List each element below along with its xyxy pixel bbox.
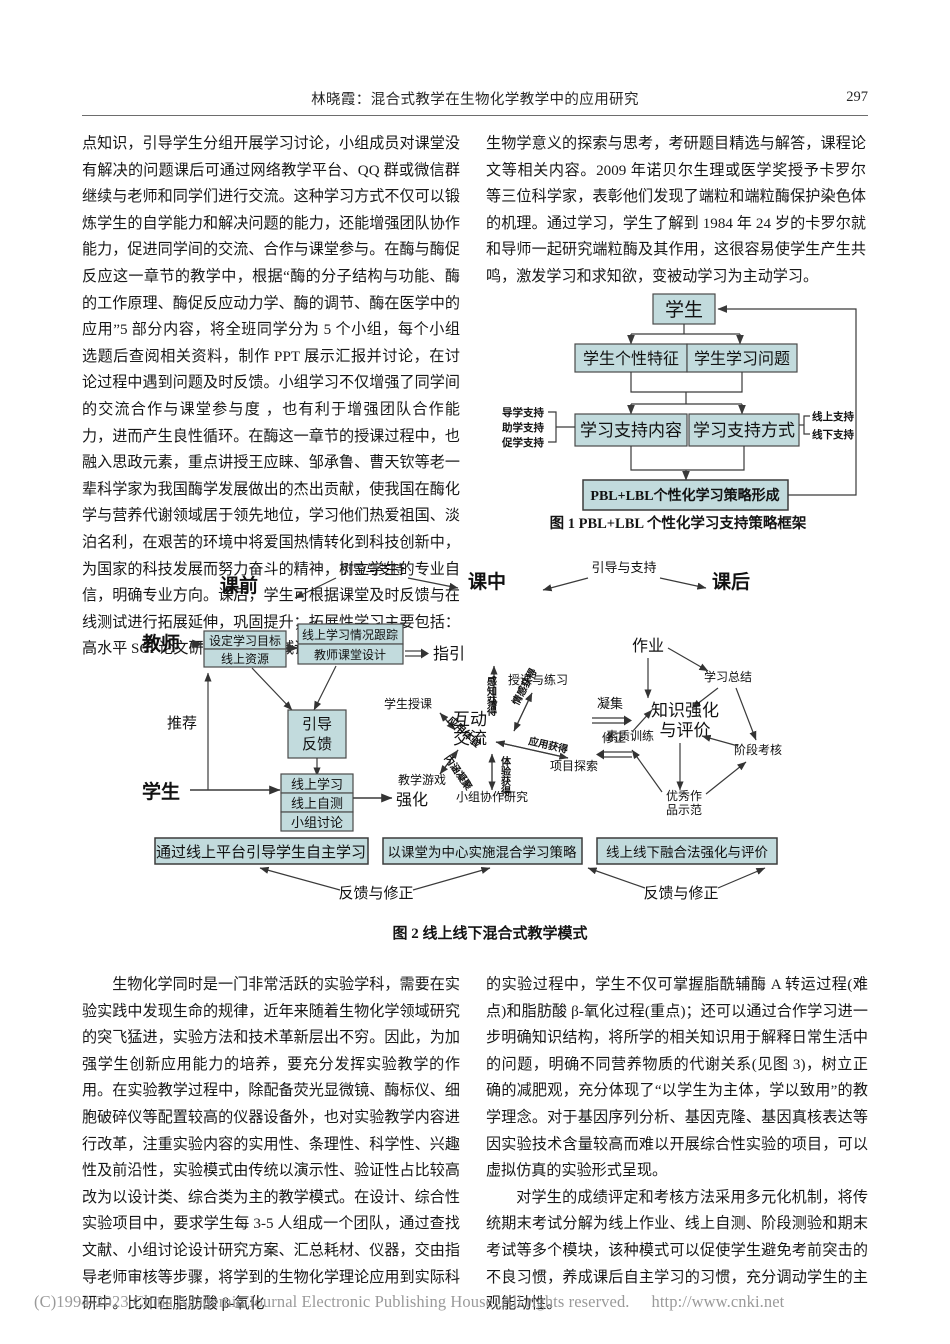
fig2-teacher-box-1 [203,648,287,668]
fig1-node-student [652,293,716,325]
fig2-guide-box-label-1: 反馈 [302,736,332,753]
fig2-teacher-box-label-1: 线上资源 [221,652,269,666]
fig1-node-support-method [688,413,800,447]
fig1-label-support-method: 学习支持方式 [693,421,795,440]
fig1-label-trait: 学生个性特征 [583,350,679,368]
footer-copyright: (C)1994-2023 China Academic Journal Elec… [34,1292,924,1312]
fig2-student-box-label-0: 线上学习 [291,777,343,792]
fig2-bottom-box-label-1: 以课堂为中心实施混合学习策略 [388,844,577,860]
fig1-right-label-1: 线下支持 [812,428,854,441]
fig2-bottom-box-2 [596,837,778,865]
fig2-hub-spoke-label-3: 应用获得 [527,734,569,756]
fig1-node-problem [686,343,798,373]
fig2-hub-label-1: 交流 [453,729,487,748]
fig2-hub-spoke-label-1: 感知获得 [485,675,498,717]
fig2-phase-2: 课后 [712,571,750,593]
fig2-hub-spoke-label-5: 体验获得 [499,755,512,797]
figure-2-caption: 图 2 线上线下混合式教学模式 [392,926,588,942]
fig2-bottom-box-1 [382,837,583,865]
fig1-left-label-1: 助学支持 [502,421,544,434]
fig2-hub-spoke-2: 教学游戏 [398,772,446,787]
paragraph-right-bottom-2: 对学生的成绩评定和考核方法采用多元化机制，将传统期末考试分解为线上作业、线上自测… [486,1189,868,1313]
fig2-hub-spoke-1: 授课与练习 [508,672,568,687]
fig2-teacher-right-box-1 [297,643,404,665]
fig2-hub-label-0: 互动 [453,710,487,729]
left-column-top: 点知识，引导学生分组开展学习讨论，小组成员对课堂没有解决的问题课后可通过网络教学… [82,131,460,663]
fig2-hub-spoke-label-4: 内涵凝聚 [442,752,476,793]
fig2-post-center-1: 与评价 [660,721,711,740]
figure-2: 课前 课中 课后 引导与支持 引导与支持 教师 设定学习目标 线上资源 线上学习… [140,558,840,918]
fig2-student-box-label-1: 线上自测 [291,796,343,811]
fig2-edge-label-qianghua: 强化 [396,791,428,809]
fig2-post-node-5: 品示范 [666,803,702,817]
paragraph-left-bottom: 生物化学同时是一门非常活跃的实验学科，需要在实验实践中发现生命的规律，近年来随着… [82,977,460,1313]
left-column-bottom: 生物化学同时是一门非常活跃的实验学科，需要在实验实践中发现生命的规律，近年来随着… [82,972,460,1318]
fig2-bottom-label-1: 反馈与修正 [643,885,718,902]
fig2-teacher-right-box-label-0: 线上学习情况跟踪 [302,627,398,642]
fig2-edge-label-zhiyin: 指引 [433,645,465,663]
header-divider [82,115,868,116]
running-head-title: 林晓霞：混合式教学在生物化学教学中的应用研究 [311,92,639,108]
fig1-left-label-0: 导学支持 [502,406,544,419]
paragraph-right-bottom-1: 的实验过程中，学生不仅可掌握脂酰辅酶 A 转运过程(难点)和脂肪酸 β-氧化过程… [486,977,868,1180]
right-column-bottom: 的实验过程中，学生不仅可掌握脂酰辅酶 A 转运过程(难点)和脂肪酸 β-氧化过程… [486,972,868,1318]
fig2-student-box-label-2: 小组讨论 [291,815,343,830]
fig2-bottom-box-label-2: 线上线下融合法强化与评价 [606,845,768,860]
fig2-phase-1: 课中 [468,570,506,593]
fig2-mid-arrow-label-1: 修正 [602,730,626,745]
fig2-bottom-box-0 [154,837,369,865]
fig2-post-node-2: 阶段考核 [734,742,782,757]
figure-1: 学生 学生个性特征 学生学习问题 学习支持内容 学习支持方式 导学支持 [486,288,870,536]
fig2-hub-spoke-3: 小组协作研究 [456,789,528,804]
fig2-actor-teacher: 教师 [142,632,180,655]
fig2-guide-box-label-0: 引导 [302,716,332,733]
footer-url: http://www.cnki.net [651,1292,785,1311]
paragraph-right-top: 生物学意义的探索与思考，考研题目精选与解答，课程论文等相关内容。2009 年诺贝… [486,136,866,285]
footer-copyright-text: (C)1994-2023 China Academic Journal Elec… [34,1292,630,1311]
fig2-phase-arrow-label-0: 引导与支持 [339,562,404,577]
fig2-actor-student: 学生 [142,780,180,803]
right-column-top: 生物学意义的探索与思考，考研题目精选与解答，课程论文等相关内容。2009 年诺贝… [486,131,866,291]
fig2-hub-spoke-4: 项目探索 [550,759,598,773]
fig2-bottom-box-label-0: 通过线上平台引导学生自主学习 [156,844,366,861]
fig2-teacher-box-label-0: 设定学习目标 [209,633,281,648]
figure-1-svg: 学生 学生个性特征 学生学习问题 学习支持内容 学习支持方式 导学支持 [501,293,857,511]
fig2-bottom-label-0: 反馈与修正 [338,885,413,902]
fig2-post-center-0: 知识强化 [651,701,719,720]
fig1-label-strategy: PBL+LBL个性化学习策略形成 [590,487,779,504]
fig2-student-box-2 [280,811,354,832]
fig1-label-problem: 学生学习问题 [694,350,790,368]
fig2-post-node-3: 素质训练 [606,728,654,743]
fig2-mid-arrow-label-0: 凝集 [597,696,623,711]
page-number: 297 [846,89,868,105]
fig2-hub-spoke-0: 学生授课 [384,696,432,711]
fig2-post-node-0: 作业 [632,637,664,655]
paragraph-left-top: 点知识，引导学生分组开展学习讨论，小组成员对课堂没有解决的问题课后可通过网络教学… [82,136,460,658]
fig2-guide-box [287,709,347,759]
fig2-teacher-right-box-label-1: 教师课堂设计 [314,647,386,662]
fig1-label-student: 学生 [665,299,703,321]
figure-1-caption: 图 1 PBL+LBL 个性化学习支持策略框架 [549,516,807,532]
fig1-right-label-0: 线上支持 [812,410,854,423]
fig1-node-trait [574,343,688,373]
figure-2-svg: 课前 课中 课后 引导与支持 引导与支持 教师 设定学习目标 线上资源 线上学习… [142,560,782,902]
fig2-phase-0: 课前 [220,574,258,597]
fig2-phase-arrow-label-1: 引导与支持 [591,560,656,575]
fig2-edge-label-tuijian: 推荐 [167,715,197,732]
fig2-post-node-1: 学习总结 [704,669,752,684]
fig1-label-support-content: 学习支持内容 [580,421,682,440]
fig1-node-strategy [582,479,789,511]
running-head: 林晓霞：混合式教学在生物化学教学中的应用研究 297 [82,88,868,118]
fig2-post-node-4: 优秀作 [666,789,702,803]
fig1-left-label-2: 促学支持 [501,436,544,449]
